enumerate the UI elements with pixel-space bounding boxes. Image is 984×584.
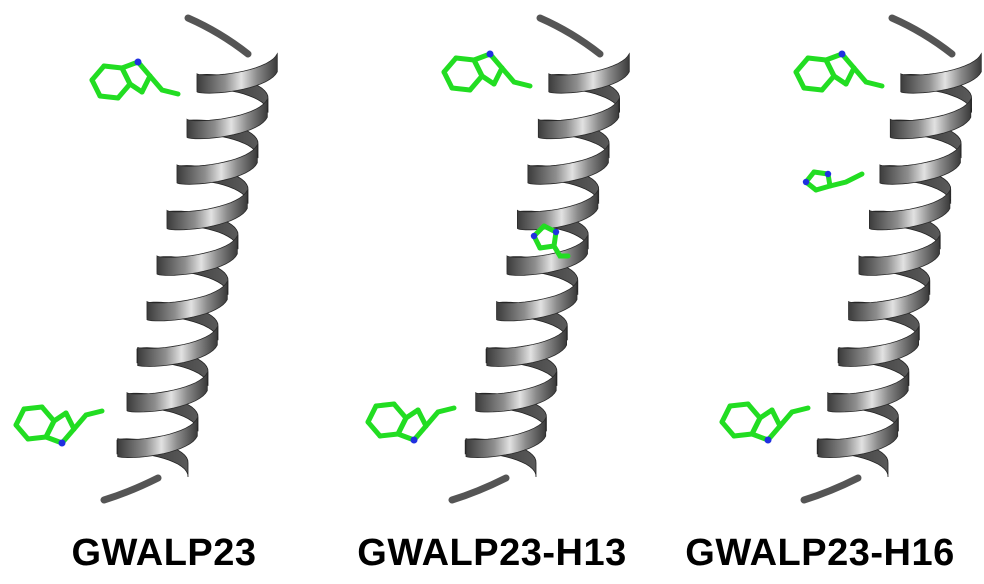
panel-label: GWALP23-H13 bbox=[357, 532, 627, 574]
panel-label: GWALP23 bbox=[71, 532, 257, 574]
tryptophan-bottom bbox=[719, 401, 811, 444]
tryptophan-bottom bbox=[13, 404, 105, 447]
helix-ribbon bbox=[800, 14, 982, 504]
panel-gwalp23-h13: GWALP23-H13 bbox=[328, 0, 656, 584]
tryptophan-top bbox=[793, 50, 885, 93]
helix-ribbon bbox=[448, 14, 630, 504]
panel-gwalp23-h16: GWALP23-H16 bbox=[656, 0, 984, 584]
tryptophan-top bbox=[89, 58, 181, 101]
panel-label: GWALP23-H16 bbox=[685, 532, 955, 574]
panel-gwalp23: GWALP23 bbox=[0, 0, 328, 584]
histidine-h13 bbox=[530, 223, 571, 259]
helix-structure bbox=[365, 14, 630, 504]
histidine-h16 bbox=[802, 169, 865, 193]
helix-structure bbox=[719, 14, 982, 504]
tryptophan-top bbox=[441, 50, 533, 93]
helix-structure bbox=[13, 14, 278, 504]
helix-ribbon bbox=[100, 14, 278, 504]
tryptophan-bottom bbox=[365, 401, 457, 444]
